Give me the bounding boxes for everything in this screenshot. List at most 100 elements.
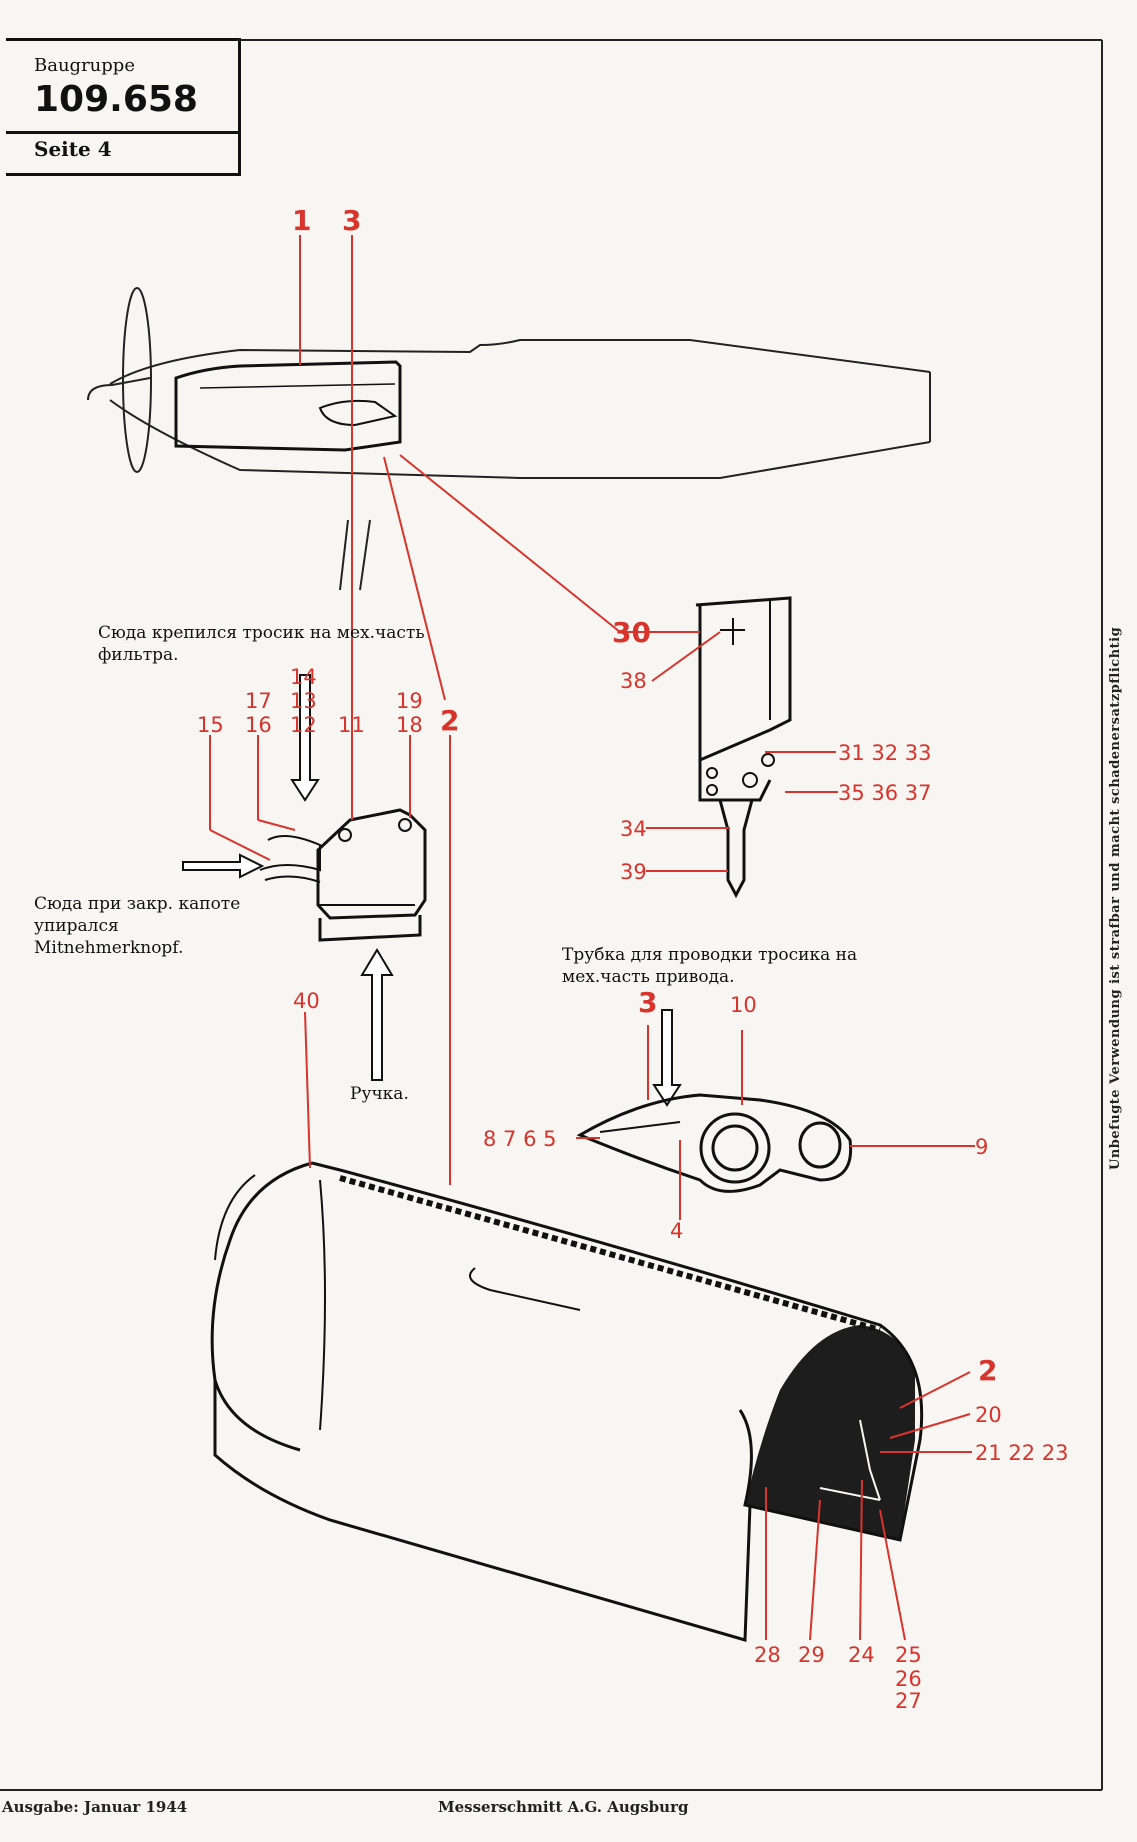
callout-29: 29	[798, 1643, 825, 1667]
callout-11: 11	[338, 713, 365, 737]
latch-hole-2	[706, 784, 718, 796]
leader-38	[651, 631, 721, 682]
arrow-right-cowl	[182, 853, 265, 879]
lock-assembly	[259, 808, 427, 942]
callout-40: 40	[293, 989, 320, 1013]
callout-27: 27	[895, 1689, 922, 1713]
tube-channel	[599, 1121, 681, 1133]
side-warning-text: Unbefugte Verwendung ist strafbar und ma…	[1108, 626, 1123, 1170]
latch-hole-1	[706, 767, 718, 779]
callout-labels: 1 3 30 38 31 32 33 35 36 37 34 39 17 16 …	[197, 204, 1069, 1713]
callout-31-33: 31 32 33	[838, 741, 932, 765]
callout-14: 14	[290, 665, 317, 689]
cable-tube	[576, 1093, 853, 1193]
callout-17: 17	[245, 689, 272, 713]
annotation-cowl-closed: Сюда при закр. капоте упирался Mitnehmer…	[34, 894, 241, 958]
cowling-front-curve	[210, 1161, 313, 1452]
leader-lines	[209, 235, 975, 1641]
cowling-top-edge	[311, 1161, 924, 1542]
leader-2-top	[383, 456, 446, 701]
leader-2-bottom	[899, 1371, 971, 1409]
latch-pin	[718, 799, 754, 899]
footer-issue: Ausgabe: Januar 1944	[2, 1798, 188, 1816]
header-box: Baugruppe 109.658 Seite 4	[6, 38, 241, 176]
lock-plate	[318, 915, 422, 942]
annotation-handle: Ручка.	[350, 1084, 409, 1104]
callout-20: 20	[975, 1403, 1002, 1427]
cowl-panel-line	[199, 383, 396, 389]
leader-30	[399, 454, 621, 633]
cowl-panel	[174, 360, 402, 452]
fuselage-top	[109, 339, 931, 385]
arrow-down-tube	[652, 1009, 682, 1107]
callout-28: 28	[754, 1643, 781, 1667]
callout-38: 38	[620, 669, 647, 693]
annotation-arrows	[182, 674, 682, 1107]
group-number: 109.658	[34, 79, 198, 120]
callout-13: 13	[290, 689, 317, 713]
callout-34: 34	[620, 817, 647, 841]
latch-plate	[695, 596, 792, 763]
footer-publisher: Messerschmitt A.G. Augsburg	[438, 1798, 689, 1816]
callout-12: 12	[290, 713, 317, 737]
callout-24: 24	[848, 1643, 875, 1667]
arrow-down-cable	[290, 674, 320, 802]
fuselage-bottom	[109, 399, 931, 479]
callout-3: 3	[342, 204, 361, 237]
leader-25	[879, 1509, 906, 1641]
callout-25: 25	[895, 1643, 922, 1667]
latch-nut	[742, 772, 758, 788]
lock-bolt-1	[338, 828, 352, 842]
callout-18: 18	[396, 713, 423, 737]
latch-block	[698, 760, 772, 802]
spinner	[87, 377, 151, 401]
header-divider	[6, 131, 238, 134]
engine-cowl-side	[174, 360, 402, 452]
engine-cowling	[210, 1161, 924, 1642]
latch-screw	[761, 753, 775, 767]
callout-21-23: 21 22 23	[975, 1441, 1069, 1465]
aircraft-outline	[87, 287, 931, 591]
callout-2-top: 2	[440, 704, 459, 737]
leader-15b	[209, 829, 271, 861]
leader-20	[889, 1413, 971, 1439]
annotation-tube: Трубка для проводки тросика на мех.часть…	[562, 945, 858, 987]
interior-strut	[859, 1419, 881, 1501]
page-label: Seite 4	[34, 137, 112, 161]
callout-10: 10	[730, 993, 757, 1017]
callout-30: 30	[612, 616, 651, 649]
group-label: Baugruppe	[34, 55, 135, 76]
callout-3-tube: 3	[638, 986, 657, 1019]
propeller-blade	[122, 287, 152, 473]
leader-40	[304, 1011, 311, 1169]
callout-1: 1	[292, 204, 311, 237]
lock-spring	[264, 875, 321, 883]
leader-24	[859, 1479, 863, 1641]
cowling-front-ring	[214, 1174, 256, 1261]
interior-rod	[819, 1487, 881, 1501]
callout-19: 19	[396, 689, 423, 713]
lock-latch	[259, 835, 321, 872]
leader-29	[809, 1499, 821, 1641]
lock-bolt-2	[398, 818, 412, 832]
callout-9: 9	[975, 1135, 988, 1159]
callout-8-5: 8 7 6 5	[483, 1127, 556, 1151]
callout-15: 15	[197, 713, 224, 737]
callout-35-37: 35 36 37	[838, 781, 932, 805]
callout-4: 4	[670, 1219, 683, 1243]
cowling-handle-slot	[469, 1267, 581, 1311]
tube-ring-inner	[711, 1124, 759, 1172]
callout-2-bottom: 2	[978, 1354, 997, 1387]
callout-26: 26	[895, 1667, 922, 1691]
callout-39: 39	[620, 860, 647, 884]
tube-ring-small	[798, 1121, 842, 1169]
annotation-cable-filter: Сюда крепился тросик на мех.часть фильтр…	[98, 623, 425, 665]
cowling-rivet-strip	[339, 1175, 881, 1333]
gear-strut	[339, 519, 371, 591]
leader-16b	[257, 819, 296, 831]
cowling-dark-inner	[745, 1325, 915, 1540]
latch-hook-detail	[695, 596, 792, 899]
cowling-interior-detail	[819, 1419, 881, 1501]
